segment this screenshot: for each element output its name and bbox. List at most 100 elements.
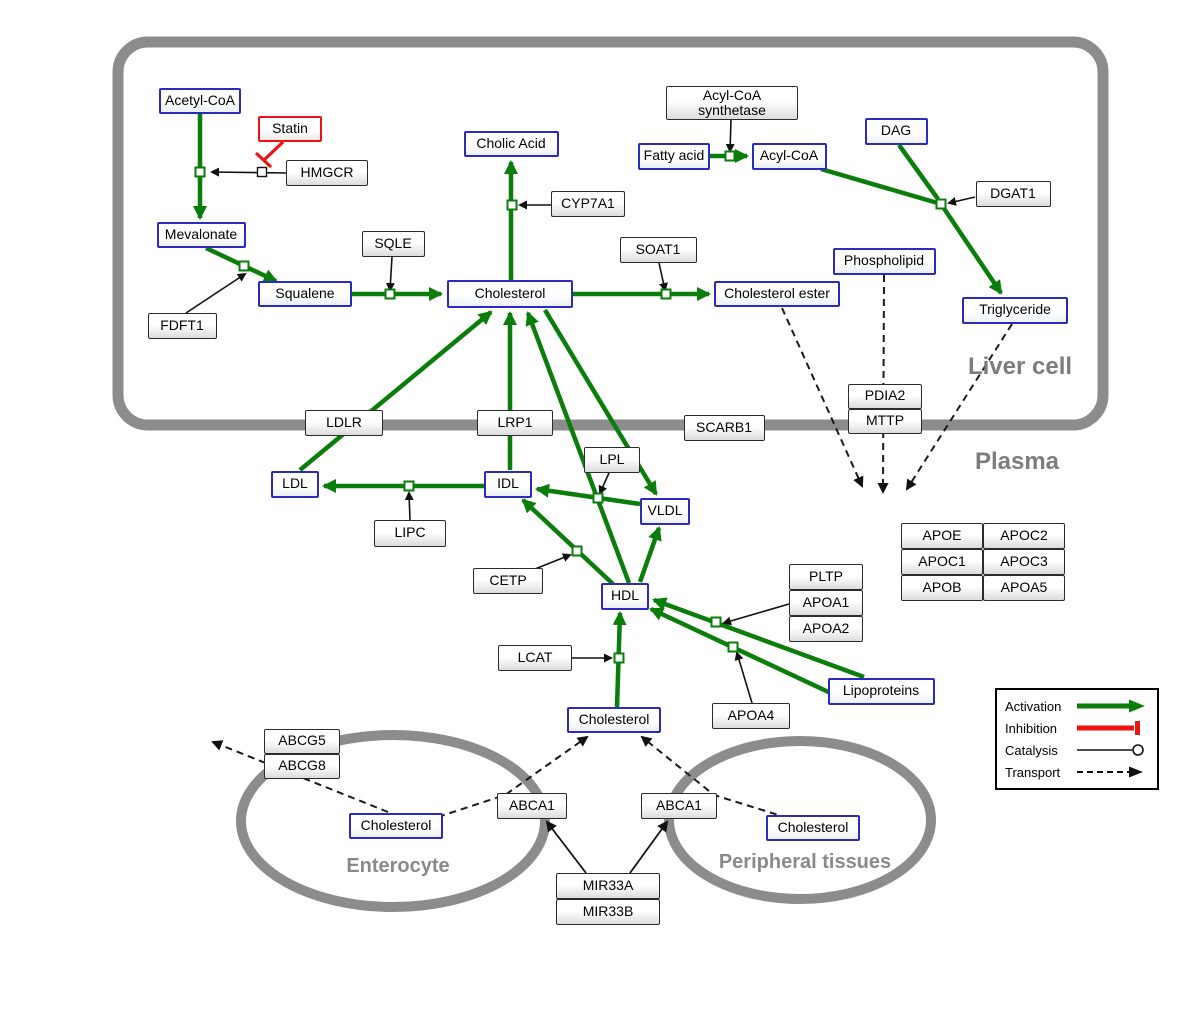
- activation-edges: [193, 114, 1003, 708]
- node-cetp[interactable]: CETP: [473, 568, 543, 594]
- node-lipoproteins[interactable]: Lipoproteins: [827, 677, 935, 705]
- edge-lipoproteins-hdl-a: [652, 597, 865, 680]
- node-apoc1[interactable]: APOC1: [901, 549, 983, 575]
- node-apoa2[interactable]: APOA2: [789, 616, 863, 642]
- reaction-node: [194, 166, 206, 178]
- edge-ester-plasma-transport: [781, 307, 864, 488]
- legend-row-transport: Transport: [1005, 764, 1149, 780]
- node-ldl[interactable]: LDL: [271, 470, 319, 498]
- node-dgat1[interactable]: DGAT1: [975, 181, 1051, 207]
- node-pdia2[interactable]: PDIA2: [848, 383, 922, 409]
- node-mir33a[interactable]: MIR33A: [556, 873, 660, 899]
- legend-label-inhibition: Inhibition: [1005, 720, 1058, 736]
- legend-label-catalysis: Catalysis: [1005, 742, 1058, 758]
- node-sqle[interactable]: SQLE: [361, 231, 425, 257]
- node-mevalonate[interactable]: Mevalonate: [156, 222, 246, 248]
- edge-enterocyte-abcg-efflux: [211, 740, 389, 813]
- node-hdl[interactable]: HDL: [601, 582, 649, 610]
- node-fdft1[interactable]: FDFT1: [147, 313, 217, 339]
- node-apoa4[interactable]: APOA4: [712, 703, 790, 729]
- liver-cell-outline: [112, 36, 1109, 431]
- node-fatty-acid[interactable]: Fatty acid: [638, 142, 710, 170]
- legend-row-inhibition: Inhibition: [1005, 720, 1149, 736]
- reaction-node: [592, 492, 604, 504]
- node-apoc3[interactable]: APOC3: [983, 549, 1065, 575]
- catalysis-cetp: [534, 553, 572, 570]
- node-cholesterol-enterocyte[interactable]: Cholesterol: [349, 813, 443, 839]
- node-cyp7a1[interactable]: CYP7A1: [551, 191, 625, 217]
- reaction-node: [403, 480, 415, 492]
- node-abcg5[interactable]: ABCG5: [264, 728, 340, 754]
- node-vldl[interactable]: VLDL: [640, 497, 690, 525]
- node-idl[interactable]: IDL: [484, 470, 532, 498]
- node-lpl[interactable]: LPL: [584, 447, 640, 473]
- node-dag[interactable]: DAG: [864, 117, 928, 145]
- transport-dashed-arrow-icon: [1077, 766, 1143, 778]
- catalysis-circle-icon: [1077, 744, 1144, 756]
- node-lrp1[interactable]: LRP1: [477, 410, 553, 436]
- hmgcr-catalysis-port: [256, 166, 268, 178]
- node-acyl-coa-synthetase[interactable]: Acyl-CoA synthetase: [666, 86, 798, 120]
- reaction-node: [238, 260, 250, 272]
- reaction-node: [660, 288, 672, 300]
- liver-cell-label: Liver cell: [967, 353, 1073, 380]
- node-cholesterol-plasma[interactable]: Cholesterol: [567, 707, 661, 733]
- node-apoc2[interactable]: APOC2: [983, 523, 1065, 549]
- node-triglyceride[interactable]: Triglyceride: [962, 296, 1068, 324]
- node-apoa5[interactable]: APOA5: [983, 575, 1065, 601]
- node-abca1-left[interactable]: ABCA1: [497, 793, 567, 819]
- node-statin[interactable]: Statin: [258, 116, 322, 142]
- edge-dag-junction: [897, 143, 940, 201]
- reaction-nodes: [194, 150, 947, 664]
- reaction-node: [724, 150, 736, 162]
- edge-ldl-cholesterol: [298, 310, 493, 472]
- node-cholesterol-ester[interactable]: Cholesterol ester: [714, 281, 840, 307]
- inhibition-edge-statin: [254, 140, 285, 169]
- node-lcat[interactable]: LCAT: [498, 645, 572, 671]
- catalysis-edges: [185, 119, 976, 704]
- node-mttp[interactable]: MTTP: [848, 408, 922, 434]
- catalysis-dgat1: [947, 196, 976, 206]
- inhibition-bar: [254, 151, 273, 169]
- node-pltp[interactable]: PLTP: [789, 564, 863, 590]
- inhibition-tbar-icon: [1077, 721, 1140, 735]
- node-mir33b[interactable]: MIR33B: [556, 899, 660, 925]
- edge-triglyceride-plasma-transport: [905, 323, 1013, 491]
- reaction-node: [727, 641, 739, 653]
- edge-lipoproteins-hdl-b: [649, 606, 838, 699]
- node-hmgcr[interactable]: HMGCR: [286, 160, 368, 186]
- node-lipc[interactable]: LIPC: [374, 519, 446, 547]
- reaction-node: [710, 616, 722, 628]
- node-apoe[interactable]: APOE: [901, 523, 983, 549]
- node-cholesterol-liver[interactable]: Cholesterol: [447, 280, 573, 308]
- edge-hdl-vldl: [637, 526, 662, 583]
- node-abcg8[interactable]: ABCG8: [264, 753, 340, 779]
- node-apob[interactable]: APOB: [901, 575, 983, 601]
- regulation-edges: [545, 820, 669, 874]
- node-phospholipid[interactable]: Phospholipid: [832, 247, 936, 275]
- node-apoa1[interactable]: APOA1: [789, 590, 863, 616]
- legend-label-transport: Transport: [1005, 764, 1061, 780]
- node-acyl-coa[interactable]: Acyl-CoA: [751, 142, 827, 170]
- node-squalene[interactable]: Squalene: [258, 281, 352, 307]
- compartment-outlines: [112, 36, 1109, 912]
- enterocyte-label: Enterocyte: [346, 855, 450, 877]
- catalysis-fdft1: [185, 272, 247, 314]
- node-abca1-right[interactable]: ABCA1: [641, 793, 717, 819]
- node-scarb1[interactable]: SCARB1: [683, 415, 765, 441]
- node-cholic-acid[interactable]: Cholic Acid: [463, 131, 559, 157]
- node-cholesterol-peripheral[interactable]: Cholesterol: [766, 815, 860, 841]
- edge-vldl-idl: [535, 483, 641, 507]
- edge-enterocyte-abca1-cholesterol: [437, 735, 589, 818]
- peripheral-tissues-label: Peripheral tissues: [718, 851, 892, 873]
- node-acetyl-coa[interactable]: Acetyl-CoA: [159, 88, 241, 114]
- edge-mir33-abca1-left: [545, 820, 587, 874]
- enterocyte-outline: [236, 730, 550, 912]
- plasma-label: Plasma: [974, 448, 1060, 475]
- catalysis-lipc: [404, 491, 414, 521]
- legend-row-catalysis: Catalysis: [1005, 742, 1149, 758]
- node-soat1[interactable]: SOAT1: [619, 237, 697, 263]
- node-ldlr[interactable]: LDLR: [305, 410, 383, 436]
- peripheral-tissues-outline: [664, 736, 936, 904]
